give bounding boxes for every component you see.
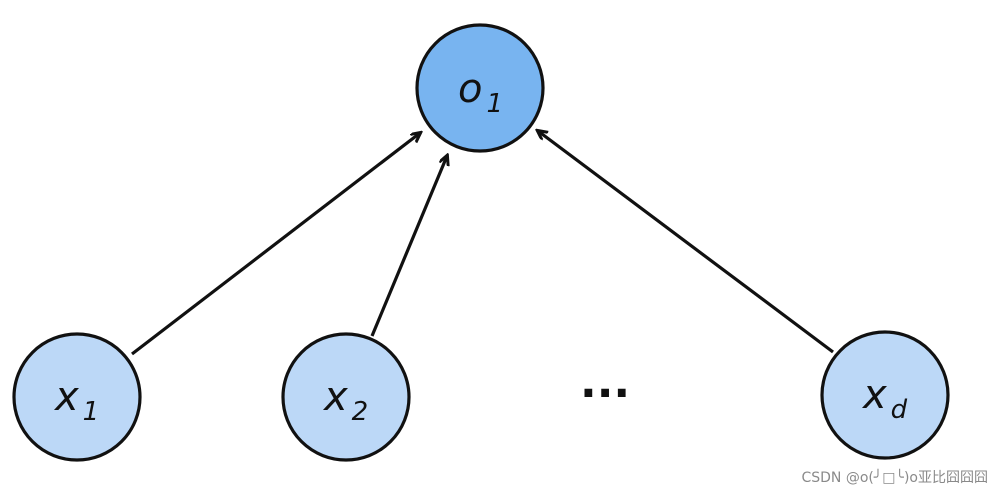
input-node-subscript: 2 xyxy=(352,397,369,427)
watermark: CSDN @o(╯□╰)o亚比囧囧囧 xyxy=(801,470,988,486)
output-node-circle xyxy=(415,23,545,153)
input-node-subscript: 1 xyxy=(83,397,100,427)
edge-xd-to-o1 xyxy=(538,131,834,354)
input-node-circle xyxy=(12,332,142,462)
output-node-subscript: 1 xyxy=(486,89,503,119)
edge-x2-to-o1 xyxy=(370,156,447,337)
input-node-main: x xyxy=(322,374,348,420)
input-node-subscript: d xyxy=(891,395,908,425)
edge-x1-to-o1 xyxy=(131,133,420,356)
input-node-circle xyxy=(820,330,950,460)
input-node-circle xyxy=(281,332,411,462)
ellipsis: ··· xyxy=(580,368,630,419)
input-node-main: x xyxy=(53,374,79,420)
output-node-main: o xyxy=(458,66,482,112)
input-node-main: x xyxy=(861,372,887,418)
